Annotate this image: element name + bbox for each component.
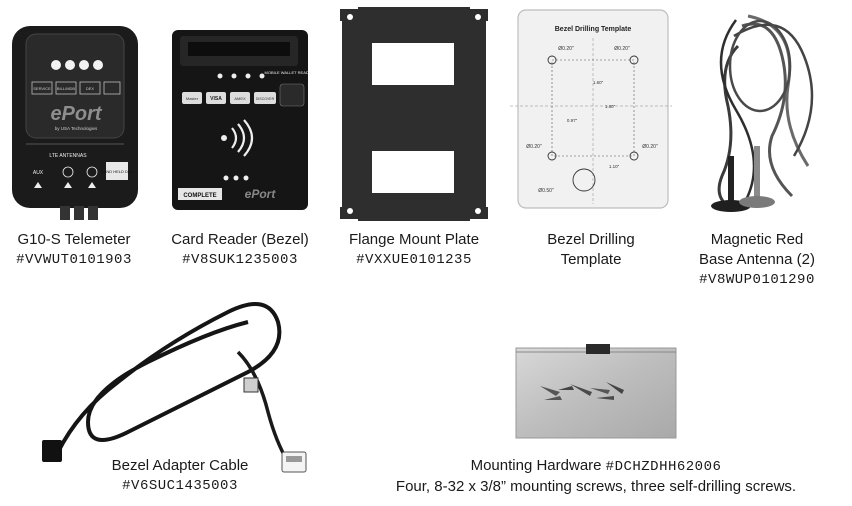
antenna-name: Magnetic Red: [710, 231, 804, 248]
telemeter-image: SERVICE BILL/MDB DEX ePort by USA Techno…: [10, 24, 140, 224]
telemeter-caption: G10-S Telemeter #VVWUT0101903: [0, 230, 148, 270]
hardware-code: #DCHZDHH62006: [605, 459, 722, 475]
card-reader-caption: Card Reader (Bezel) #V8SUK1235003: [158, 230, 322, 270]
card-reader-name: Card Reader (Bezel): [171, 231, 309, 248]
telemeter-btn3-label: DEX: [86, 86, 95, 91]
flange-plate-graphic: [340, 7, 488, 221]
cable-image: [38, 292, 338, 496]
reader-card2: VISA: [210, 96, 222, 102]
template-measure-3: 0.97": [567, 118, 578, 123]
flange-plate-image: [338, 5, 490, 223]
antenna-graphic: [711, 14, 814, 212]
template-dim-5: Ø0.50": [538, 188, 554, 194]
template-measure-1: 1.60": [593, 80, 604, 85]
telemeter-graphic: SERVICE BILL/MDB DEX ePort by USA Techno…: [12, 26, 138, 220]
drilling-template-name: Bezel Drilling: [547, 231, 635, 248]
template-dim-4: Ø0.20": [642, 144, 658, 150]
flange-plate-caption: Flange Mount Plate #VXXUE0101235: [330, 230, 498, 270]
drilling-template-caption: Bezel Drilling Template: [510, 230, 672, 270]
hardware-title: Mounting Hardware #DCHZDHH62006: [344, 456, 848, 477]
card-reader-graphic: MOBILE WALLET READY Master VISA AMEX DIS…: [172, 30, 312, 210]
antenna-name-line2: Base Antenna (2): [699, 251, 815, 268]
reader-card4: DISCOVER: [256, 97, 275, 101]
card-reader-image: MOBILE WALLET READY Master VISA AMEX DIS…: [170, 28, 312, 214]
antenna-code: #V8WUP0101290: [699, 272, 815, 288]
cable-caption: Bezel Adapter Cable #V6SUC1435003: [90, 456, 270, 496]
hardware-caption: Mounting Hardware #DCHZDHH62006 Four, 8-…: [344, 456, 848, 497]
telemeter-name: G10-S Telemeter: [17, 231, 131, 248]
drilling-template-image: Bezel Drilling Template Ø0.20" Ø0.20" Ø0…: [510, 8, 672, 212]
hardware-name: Mounting Hardware: [470, 457, 606, 474]
telemeter-btn2-label: BILL/MDB: [57, 86, 76, 91]
template-dim-3: Ø0.20": [526, 144, 542, 150]
drilling-template-graphic: Bezel Drilling Template Ø0.20" Ø0.20" Ø0…: [510, 9, 672, 209]
cable-code: #V6SUC1435003: [122, 478, 238, 494]
telemeter-logo-sub: by USA Technologies: [55, 126, 98, 131]
template-title: Bezel Drilling Template: [555, 26, 632, 33]
flange-plate-name: Flange Mount Plate: [348, 231, 480, 248]
antenna-image: [698, 6, 838, 218]
card-reader-code: #V8SUK1235003: [182, 252, 298, 268]
cable-name: Bezel Adapter Cable: [111, 457, 249, 474]
antenna-caption: Magnetic Red Base Antenna (2) #V8WUP0101…: [672, 230, 842, 290]
reader-complete-label: COMPLETE: [183, 193, 216, 199]
hardware-bag-image: [514, 342, 678, 442]
hardware-bag-graphic: [515, 344, 677, 439]
flange-plate-code: #VXXUE0101235: [356, 252, 472, 268]
reader-logo: ePort: [245, 187, 277, 201]
telemeter-handheld-label: HAND HELD DEX: [101, 169, 134, 174]
reader-card1: Master: [186, 96, 199, 101]
telemeter-code: #VVWUT0101903: [16, 252, 132, 268]
reader-card3: AMEX: [234, 96, 246, 101]
template-measure-4: 1.10": [609, 164, 620, 169]
hardware-note: Four, 8-32 x 3/8” mounting screws, three…: [395, 478, 797, 495]
cable-graphic: [42, 302, 307, 473]
telemeter-logo: ePort: [50, 103, 102, 125]
telemeter-aux-label: AUX: [33, 170, 44, 176]
reader-mobile-label: MOBILE WALLET READY: [265, 70, 312, 75]
template-measure-2: 1.80": [605, 104, 616, 109]
telemeter-btn1-label: SERVICE: [33, 86, 51, 91]
template-dim-2: Ø0.20": [614, 46, 630, 52]
telemeter-antennas-label: LTE ANTENNAS: [49, 153, 87, 159]
template-dim-1: Ø0.20": [558, 46, 574, 52]
drilling-template-name-line2: Template: [560, 251, 622, 268]
